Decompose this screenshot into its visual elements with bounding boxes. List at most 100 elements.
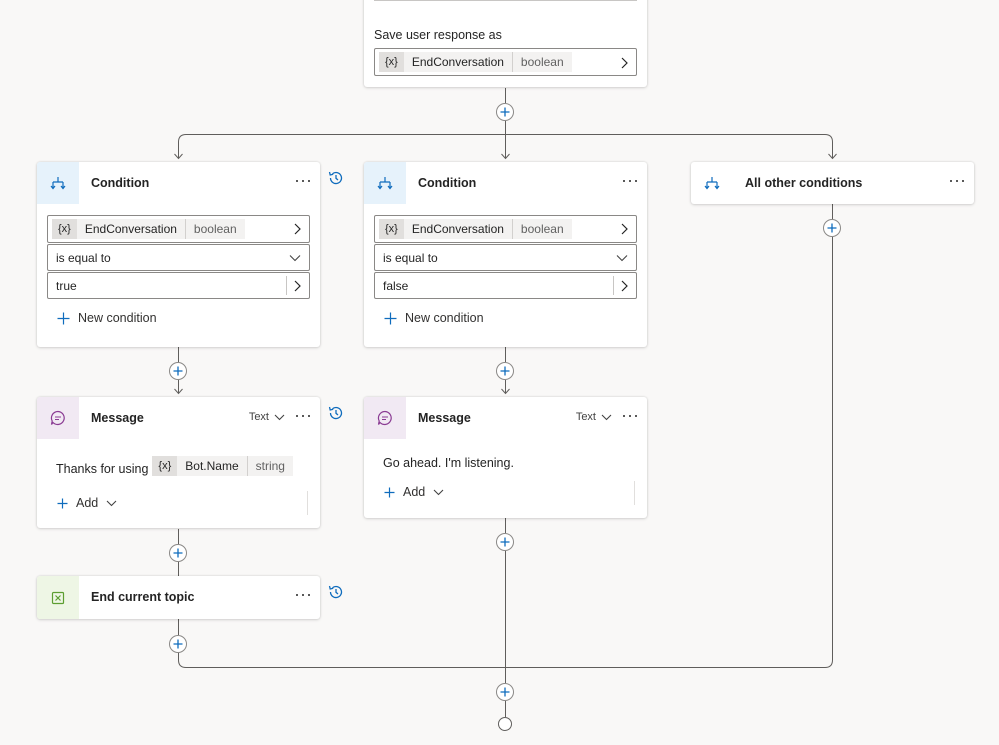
variable-chip: {x} EndConversation boolean xyxy=(379,52,572,72)
message-text[interactable]: Go ahead. I'm listening. xyxy=(383,456,514,470)
chevron-right-icon xyxy=(294,280,301,292)
operator-dropdown[interactable]: is equal to xyxy=(47,244,310,271)
field-divider xyxy=(613,276,614,295)
plus-icon xyxy=(500,537,510,547)
new-condition-button[interactable]: New condition xyxy=(57,311,157,325)
add-node-button[interactable] xyxy=(169,362,187,380)
plus-icon xyxy=(500,366,510,376)
end-topic-icon xyxy=(37,576,79,619)
node-header: Message Text xyxy=(364,397,647,439)
save-variable-field[interactable]: {x} EndConversation boolean xyxy=(374,48,637,76)
add-node-button[interactable] xyxy=(169,544,187,562)
chevron-down-icon xyxy=(106,500,117,506)
add-content-button[interactable]: Add xyxy=(384,485,444,499)
message-type-dropdown[interactable]: Text xyxy=(576,411,612,423)
node-header: Message Text xyxy=(37,397,320,439)
variable-name: EndConversation xyxy=(403,219,512,239)
more-options-icon[interactable] xyxy=(623,174,637,188)
more-options-icon[interactable] xyxy=(296,174,310,188)
condition-node-2[interactable]: Condition {x} EndConversation boolean is… xyxy=(364,162,647,347)
divider xyxy=(634,481,635,505)
condition-variable-field[interactable]: {x} EndConversation boolean xyxy=(47,215,310,243)
node-title: Message xyxy=(91,411,144,425)
message-icon xyxy=(364,397,406,439)
message-node-1[interactable]: Message Text Thanks for using {x} Bot.Na… xyxy=(37,397,320,528)
question-node[interactable]: Save user response as {x} EndConversatio… xyxy=(364,0,647,87)
operator-dropdown[interactable]: is equal to xyxy=(374,244,637,271)
variable-name: EndConversation xyxy=(76,219,185,239)
condition-node-1[interactable]: Condition {x} EndConversation boolean is… xyxy=(37,162,320,347)
chevron-right-icon xyxy=(294,223,301,235)
variable-icon: {x} xyxy=(379,219,404,239)
condition-value: true xyxy=(56,279,77,293)
add-label: Add xyxy=(403,485,426,499)
field-divider xyxy=(286,276,287,295)
add-node-button[interactable] xyxy=(496,533,514,551)
variable-type: boolean xyxy=(511,219,572,239)
plus-icon xyxy=(57,312,70,324)
plus-icon xyxy=(384,312,397,324)
operator-value: is equal to xyxy=(383,251,438,265)
add-node-button[interactable] xyxy=(496,683,514,701)
history-icon[interactable] xyxy=(327,583,345,601)
all-other-conditions-node[interactable]: All other conditions xyxy=(691,162,974,204)
plus-icon xyxy=(173,639,183,649)
condition-value: false xyxy=(383,279,409,293)
flow-end-marker xyxy=(498,717,512,731)
message-node-2[interactable]: Message Text Go ahead. I'm listening. Ad… xyxy=(364,397,647,518)
plus-icon xyxy=(500,107,510,117)
node-title: Message xyxy=(418,411,471,425)
divider xyxy=(307,491,308,515)
history-icon[interactable] xyxy=(327,169,345,187)
branch-icon xyxy=(691,162,733,204)
more-options-icon[interactable] xyxy=(623,409,637,423)
variable-icon: {x} xyxy=(152,456,178,476)
condition-value-field[interactable]: true xyxy=(47,272,310,299)
add-label: Add xyxy=(76,496,99,510)
more-options-icon[interactable] xyxy=(296,588,310,602)
node-title: All other conditions xyxy=(745,176,863,190)
plus-icon xyxy=(173,366,183,376)
add-content-button[interactable]: Add xyxy=(57,496,117,510)
variable-chip: {x} EndConversation boolean xyxy=(52,219,245,239)
branch-icon xyxy=(37,162,79,204)
condition-variable-field[interactable]: {x} EndConversation boolean xyxy=(374,215,637,243)
message-type-dropdown[interactable]: Text xyxy=(249,411,285,423)
message-type-label: Text xyxy=(575,411,596,423)
new-condition-label: New condition xyxy=(78,311,157,325)
more-options-icon[interactable] xyxy=(950,174,964,188)
message-type-label: Text xyxy=(248,411,269,423)
node-title: Condition xyxy=(91,176,150,190)
add-node-button[interactable] xyxy=(169,635,187,653)
variable-name: Bot.Name xyxy=(177,456,247,476)
more-options-icon[interactable] xyxy=(296,409,310,423)
node-header: Condition xyxy=(37,162,320,204)
branch-icon xyxy=(364,162,406,204)
chevron-down-icon xyxy=(433,489,444,495)
question-input-edge xyxy=(374,0,637,1)
variable-chip: {x} EndConversation boolean xyxy=(379,219,572,239)
add-node-button[interactable] xyxy=(496,362,514,380)
plus-icon xyxy=(173,548,183,558)
history-icon[interactable] xyxy=(327,404,345,422)
message-text[interactable]: Thanks for using {x} Bot.Name string xyxy=(56,456,293,476)
chevron-down-icon xyxy=(601,414,612,420)
node-header: End current topic xyxy=(37,576,320,619)
message-icon xyxy=(37,397,79,439)
new-condition-button[interactable]: New condition xyxy=(384,311,484,325)
new-condition-label: New condition xyxy=(405,311,484,325)
plus-icon xyxy=(827,223,837,233)
plus-icon xyxy=(384,487,395,497)
condition-value-field[interactable]: false xyxy=(374,272,637,299)
variable-icon: {x} xyxy=(52,219,77,239)
variable-chip: {x} Bot.Name string xyxy=(152,456,293,476)
add-node-button[interactable] xyxy=(496,103,514,121)
add-node-button[interactable] xyxy=(823,219,841,237)
node-header: Condition xyxy=(364,162,647,204)
node-title: End current topic xyxy=(91,590,195,604)
chevron-down-icon xyxy=(274,414,285,420)
operator-value: is equal to xyxy=(56,251,111,265)
message-text-prefix: Thanks for using xyxy=(56,462,149,476)
end-topic-node[interactable]: End current topic xyxy=(37,576,320,619)
